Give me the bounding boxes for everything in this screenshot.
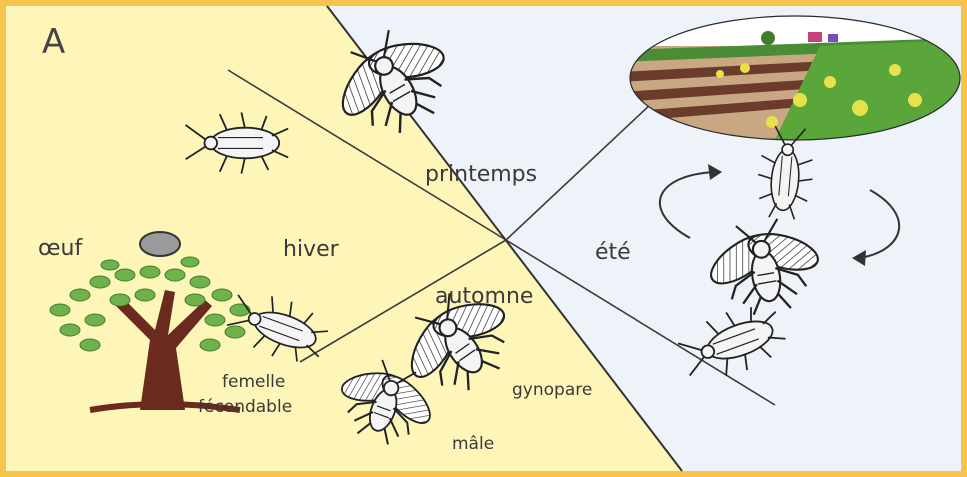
season-label-spring: printemps (425, 162, 537, 187)
panel-letter: A (42, 22, 65, 62)
stage-label-female-line2: fécondable (198, 397, 292, 417)
stage-label-male: mâle (452, 434, 494, 454)
stage-label-gynopare: gynopare (512, 380, 592, 400)
stage-label-egg: œuf (38, 236, 82, 261)
season-label-autumn: automne (435, 284, 533, 309)
season-label-winter: hiver (283, 237, 339, 262)
season-label-summer: été (595, 240, 631, 265)
stage-label-female-line1: femelle (222, 372, 285, 392)
egg-icon (140, 232, 180, 256)
